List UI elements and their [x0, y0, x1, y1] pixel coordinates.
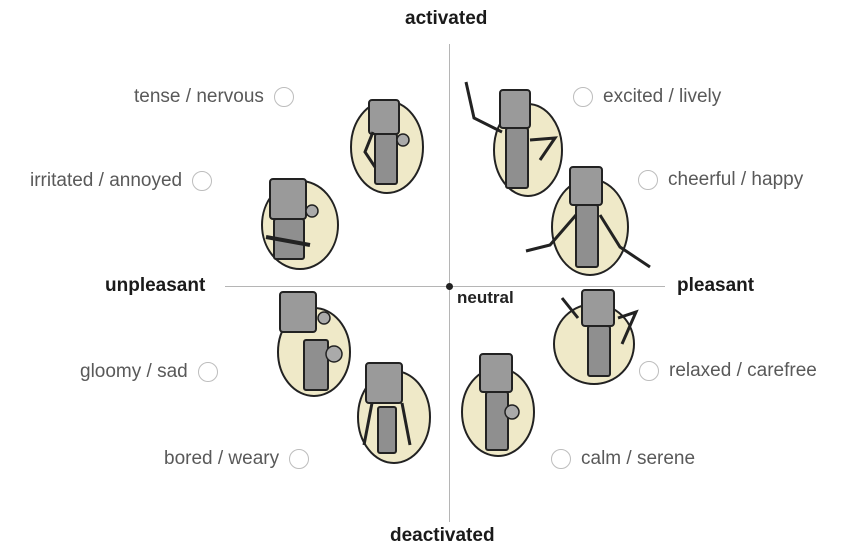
robot-relaxed-icon — [548, 288, 646, 388]
option-bored-label: bored / weary — [164, 448, 279, 470]
option-irritated[interactable]: irritated / annoyed — [30, 170, 212, 192]
option-calm-label: calm / serene — [581, 448, 695, 470]
axis-label-deactivated: deactivated — [390, 525, 495, 547]
option-cheerful-radio[interactable] — [638, 170, 658, 190]
robot-irritated-icon — [258, 175, 343, 273]
option-gloomy[interactable]: gloomy / sad — [80, 361, 218, 383]
option-tense[interactable]: tense / nervous — [134, 86, 294, 108]
axis-label-pleasant: pleasant — [677, 275, 754, 297]
option-cheerful[interactable]: cheerful / happy — [638, 169, 803, 191]
option-bored[interactable]: bored / weary — [164, 448, 309, 470]
neutral-label: neutral — [457, 288, 514, 308]
robot-calm-icon — [458, 350, 540, 458]
option-tense-label: tense / nervous — [134, 86, 264, 108]
option-relaxed-radio[interactable] — [639, 361, 659, 381]
option-tense-radio[interactable] — [274, 87, 294, 107]
robot-bored-icon — [352, 355, 434, 465]
option-gloomy-radio[interactable] — [198, 362, 218, 382]
option-gloomy-label: gloomy / sad — [80, 361, 188, 383]
option-excited[interactable]: excited / lively — [573, 86, 721, 108]
robot-tense-icon — [345, 92, 430, 197]
option-irritated-label: irritated / annoyed — [30, 170, 182, 192]
horizontal-axis — [225, 286, 665, 287]
origin-dot — [446, 283, 453, 290]
option-relaxed[interactable]: relaxed / carefree — [639, 360, 817, 382]
axis-label-activated: activated — [405, 8, 487, 30]
option-excited-radio[interactable] — [573, 87, 593, 107]
option-bored-radio[interactable] — [289, 449, 309, 469]
axis-label-unpleasant: unpleasant — [105, 275, 205, 297]
option-irritated-radio[interactable] — [192, 171, 212, 191]
option-cheerful-label: cheerful / happy — [668, 169, 803, 191]
option-relaxed-label: relaxed / carefree — [669, 360, 817, 382]
robot-gloomy-icon — [270, 290, 355, 400]
option-calm-radio[interactable] — [551, 449, 571, 469]
option-calm[interactable]: calm / serene — [551, 448, 695, 470]
option-excited-label: excited / lively — [603, 86, 721, 108]
